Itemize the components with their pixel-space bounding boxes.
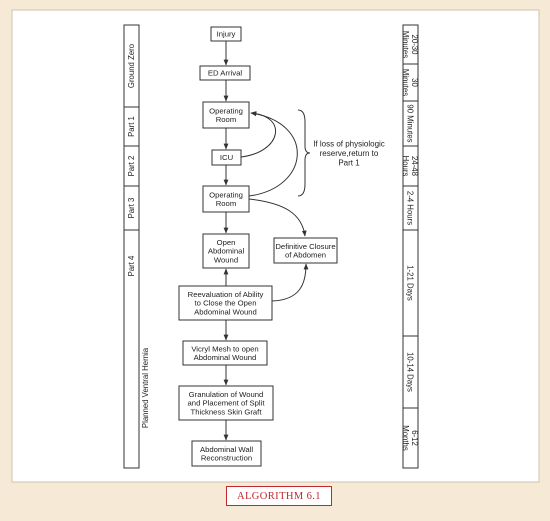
time-label: 10-14 Days xyxy=(406,352,415,392)
step-box xyxy=(199,65,251,81)
phase-cell xyxy=(123,229,140,469)
step-box xyxy=(202,101,250,129)
time-label: 24-48Hours xyxy=(401,156,419,177)
step-box xyxy=(178,385,274,421)
time-7: 10-14 Days xyxy=(402,335,419,409)
phase-label: Ground Zero xyxy=(127,43,136,88)
time-5: 2-4 Hours xyxy=(402,185,419,231)
step-box xyxy=(210,26,242,42)
figure-caption: ALGORITHM 6.1 xyxy=(226,486,332,506)
step-icu: ICU xyxy=(211,149,242,166)
phase-part-1: Part 1 xyxy=(123,106,140,147)
step-label: ED Arrival xyxy=(208,69,242,78)
phase-label: Part 2 xyxy=(127,156,136,177)
phase-sublabel: Planned Ventral Hernia xyxy=(141,347,150,428)
time-8: 6-12Months xyxy=(401,407,419,469)
phase-part-4: Part 4 Planned Ventral Hernia xyxy=(123,229,150,469)
step-box xyxy=(211,149,242,166)
step-injury: Injury xyxy=(210,26,242,42)
time-label: 2-4 Hours xyxy=(406,191,415,225)
time-4: 24-48Hours xyxy=(401,145,419,187)
phase-part-2: Part 2 xyxy=(123,145,140,187)
phase-label: Part 3 xyxy=(127,198,136,219)
arrow-or2-to-closure xyxy=(248,198,307,237)
step-box xyxy=(202,233,250,269)
phase-label: Part 4 xyxy=(127,255,136,276)
time-column: 20-30Minutes 30Minutes 90 Minutes 24-48Hour… xyxy=(401,24,419,469)
connectors xyxy=(223,41,309,441)
time-6: 1-21 Days xyxy=(402,229,419,337)
time-label: 20-30Minutes xyxy=(401,31,419,58)
time-2: 30Minutes xyxy=(401,63,419,102)
step-box xyxy=(182,340,268,366)
time-label: 6-12Months xyxy=(401,425,419,451)
step-box xyxy=(202,185,250,213)
time-label: 90 Minutes xyxy=(406,104,415,142)
step-box xyxy=(191,440,262,467)
phase-part-3: Part 3 xyxy=(123,185,140,231)
phase-ground-zero: Ground Zero xyxy=(123,24,140,108)
step-ed-arrival: ED Arrival xyxy=(199,65,251,81)
time-cell xyxy=(402,407,419,469)
step-box xyxy=(178,285,273,321)
arrow-or2-loop-to-or1 xyxy=(248,111,298,197)
brace xyxy=(297,109,311,197)
step-box xyxy=(273,237,338,264)
time-label: 30Minutes xyxy=(401,69,419,96)
step-label: ICU xyxy=(220,153,233,162)
time-3: 90 Minutes xyxy=(402,100,419,147)
step-label: Injury xyxy=(217,30,236,39)
time-label: 1-21 Days xyxy=(406,265,415,301)
phase-label: Part 1 xyxy=(127,116,136,137)
arrow-reeval-to-closure xyxy=(271,263,309,302)
time-1: 20-30Minutes xyxy=(401,24,419,65)
